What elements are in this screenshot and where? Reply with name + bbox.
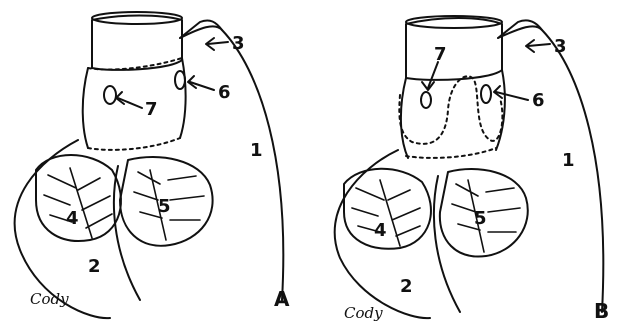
label-3-b: 3	[554, 36, 567, 57]
panel-b: 1 2 3 4 5 6 7 B Cody	[335, 16, 610, 323]
signature-a: Cody	[30, 290, 69, 308]
label-2-a: 2	[88, 256, 101, 277]
outer-contour-a	[180, 26, 283, 300]
label-1-b: 1	[562, 150, 575, 171]
label-6-a: 6	[218, 82, 231, 103]
arrow-3-b	[526, 40, 550, 52]
suture-bottom-b	[406, 148, 496, 158]
label-7-b: 7	[434, 44, 447, 65]
arrow-6-a	[188, 76, 214, 90]
left-inner-contour-a	[114, 166, 140, 300]
left-inner-contour-b	[434, 176, 460, 312]
panel-a: 1 2 3 4 5 6 7 A Cody	[15, 12, 290, 318]
label-6-b: 6	[532, 90, 545, 111]
suture-top-a	[88, 58, 182, 70]
label-2-b: 2	[400, 276, 413, 297]
label-5-a: 5	[158, 196, 171, 217]
label-7-a: 7	[145, 99, 158, 120]
arrow-6-b	[494, 86, 528, 100]
label-5-b: 5	[474, 208, 487, 229]
opening-6-a	[175, 71, 185, 89]
label-4-b: 4	[374, 220, 387, 241]
arrow-7-a	[116, 92, 142, 108]
signature-b: Cody	[344, 304, 383, 322]
opening-7-a	[104, 86, 116, 104]
opening-6-b	[481, 85, 491, 103]
opening-7-b	[421, 92, 431, 108]
panel-label-a: A	[274, 287, 290, 311]
panel-label-b: B	[594, 299, 609, 323]
patch-body-b	[401, 70, 505, 158]
label-4-a: 4	[66, 208, 79, 229]
patch-body-a	[83, 58, 186, 148]
outer-contour-b	[498, 26, 603, 312]
suture-patch-b	[399, 76, 502, 144]
label-3-a: 3	[232, 33, 245, 54]
suture-bottom-a	[88, 138, 180, 150]
arrow-7-b	[422, 62, 438, 90]
arrow-3-a	[206, 38, 228, 50]
label-1-a: 1	[250, 140, 263, 161]
